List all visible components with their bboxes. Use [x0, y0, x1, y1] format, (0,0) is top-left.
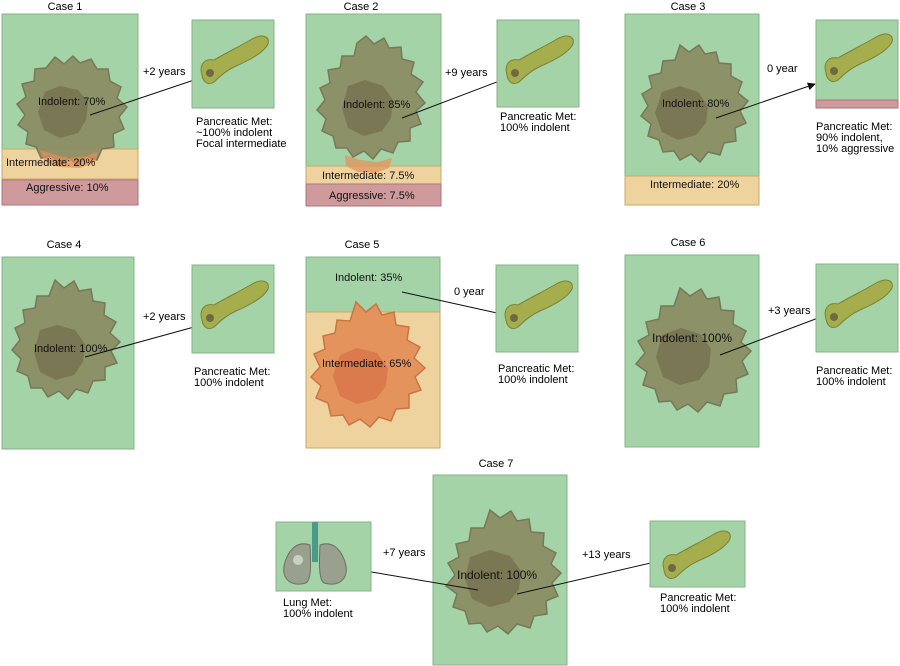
case-1-tumor-core	[38, 86, 88, 138]
case-2-pancreas-icon	[505, 35, 574, 85]
case-7-lung-line1: Lung Met:	[283, 597, 332, 609]
case-3-interval: 0 year	[767, 63, 798, 75]
case-2-met-line2: 100% indolent	[500, 122, 570, 134]
case-2-interval: +9 years	[445, 67, 488, 79]
case-2-indolent-label: Indolent: 85%	[343, 99, 410, 111]
case-3-pancreas-icon	[824, 33, 893, 83]
case-6-met-line1: Pancreatic Met:	[816, 365, 892, 377]
case-5-indolent-region	[305, 256, 441, 313]
case-7-lung-interval: +7 years	[383, 547, 426, 559]
case-3-indolent-label: Indolent: 80%	[662, 98, 729, 110]
case-7-tumor-core	[465, 550, 521, 607]
case-6-arrow	[719, 310, 835, 356]
case-3-arrow	[715, 82, 816, 119]
case-1-met-line3: Focal intermediate	[196, 138, 287, 150]
case-1-tumor-intermediate-focus	[40, 150, 98, 168]
case-4: Case 4 Indolent: 100% +2 years Pancreati…	[1, 239, 275, 450]
case-4-met-line2: 100% indolent	[194, 377, 264, 389]
case-6-title: Case 6	[671, 237, 706, 249]
case-6: Case 6 Indolent: 100% +3 years Pancreati…	[624, 237, 899, 448]
case-7-interval: +13 years	[582, 549, 631, 561]
case-5-met-line2: 100% indolent	[498, 374, 568, 386]
case-2-tumor-intermediate-focus	[345, 155, 392, 173]
case-2-tumor-core	[342, 80, 393, 136]
case-1-title: Case 1	[48, 1, 83, 13]
case-5-pancreas-icon	[504, 280, 573, 330]
case-6-indolent-label: Indolent: 100%	[652, 331, 732, 345]
case-7-pancreas-arrow	[516, 556, 669, 595]
case-4-pancreas-icon	[200, 280, 269, 330]
case-2-intermediate-label: Intermediate: 7.5%	[322, 170, 415, 182]
case-5-interval: 0 year	[454, 286, 485, 298]
case-2: Case 2 Indolent: 85% Intermediate: 7.5% …	[305, 1, 580, 207]
case-1-pancreas-icon	[200, 35, 269, 85]
case-3-tumor-core	[655, 86, 708, 140]
case-2-aggressive-label: Aggressive: 7.5%	[329, 190, 415, 202]
case-5-title: Case 5	[345, 239, 380, 251]
case-7-title: Case 7	[479, 458, 514, 470]
case-7-lung-line2: 100% indolent	[283, 608, 353, 620]
case-2-aggressive-region	[305, 183, 442, 207]
case-2-title: Case 2	[344, 1, 379, 13]
case-5-arrow	[401, 291, 507, 318]
case-4-met-line1: Pancreatic Met:	[194, 366, 270, 378]
case-5-met-line1: Pancreatic Met:	[498, 363, 574, 375]
case-1-indolent-label: Indolent: 70%	[38, 96, 105, 108]
case-1-arrow	[89, 74, 207, 116]
case-4-interval: +2 years	[143, 311, 186, 323]
case-5-tumor-core	[333, 348, 388, 404]
case-4-title: Case 4	[47, 239, 82, 251]
case-3: Case 3 Indolent: 80% Intermediate: 20% 0…	[624, 1, 899, 206]
case-5-intermediate-label: Intermediate: 65%	[322, 358, 411, 370]
case-3-met-line1: Pancreatic Met:	[816, 121, 892, 133]
case-1-aggressive-label: Aggressive: 10%	[26, 182, 109, 194]
case-1-interval: +2 years	[143, 66, 186, 78]
case-3-met-aggressive-region	[815, 99, 899, 109]
case-6-pancreas-icon	[824, 279, 893, 329]
case-6-tumor-core	[656, 328, 711, 385]
case-1: Case 1 Indolent: 70% Intermediate: 20% A…	[1, 1, 287, 206]
case-4-indolent-label: Indolent: 100%	[34, 343, 108, 355]
case-6-met-line2: 100% indolent	[816, 376, 886, 388]
case-7-pancreas-icon	[662, 530, 731, 580]
case-2-met-line1: Pancreatic Met:	[500, 111, 576, 123]
case-3-met-line3: 10% aggressive	[816, 143, 894, 155]
case-7-indolent-label: Indolent: 100%	[457, 568, 537, 582]
case-1-intermediate-label: Intermediate: 20%	[6, 157, 95, 169]
case-5-indolent-label: Indolent: 35%	[335, 272, 402, 284]
case-3-title: Case 3	[671, 1, 706, 13]
case-4-arrow	[84, 322, 206, 358]
case-3-met-line2: 90% indolent,	[816, 132, 883, 144]
case-6-interval: +3 years	[768, 305, 811, 317]
case-5: Case 5 Indolent: 35% Intermediate: 65% 0…	[305, 239, 579, 449]
case-7: Case 7 Indolent: 100% +7 years Lung Met:…	[275, 458, 746, 666]
case-7-lung-icon	[283, 522, 347, 585]
case-7-met-line1: Pancreatic Met:	[660, 592, 736, 604]
case-2-arrow	[401, 75, 511, 119]
case-1-aggressive-region	[1, 179, 139, 206]
case-3-intermediate-label: Intermediate: 20%	[650, 179, 739, 191]
case-7-met-line2: 100% indolent	[660, 603, 730, 615]
case-1-met-line2: ~100% indolent	[196, 127, 272, 139]
case-4-tumor-core	[34, 325, 85, 380]
case-3-intermediate-region	[624, 175, 760, 206]
case-1-met-line1: Pancreatic Met:	[196, 116, 272, 128]
